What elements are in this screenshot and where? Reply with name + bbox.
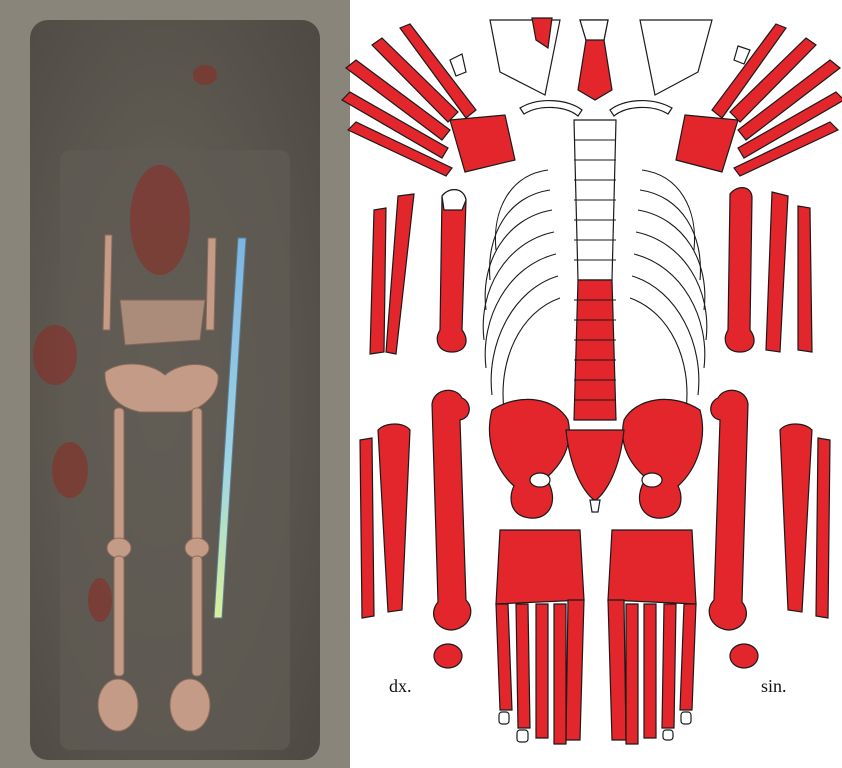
right-arm-bones (370, 190, 466, 354)
photo-ribcage (120, 300, 205, 345)
left-foot-hallux (608, 600, 626, 740)
right-humerus (437, 190, 466, 352)
left-ulna (766, 192, 788, 352)
left-arm-bones (725, 188, 812, 352)
manubrium-outline (580, 20, 608, 40)
photo-right-foot (98, 679, 138, 731)
left-femur (709, 390, 748, 630)
right-hand-carpals (450, 115, 515, 172)
right-foot-toe-1 (496, 604, 512, 710)
left-foot-toe-4 (662, 604, 676, 728)
right-foot-toe-4 (554, 604, 566, 744)
right-foot-tarsals (496, 530, 584, 604)
left-foot-toe-5 (680, 604, 696, 710)
right-foot (496, 530, 584, 744)
left-tibia (780, 424, 812, 612)
right-patella (434, 644, 462, 668)
photo-right-femur (114, 408, 124, 543)
right-tibia (378, 424, 410, 612)
right-fibula (360, 438, 374, 618)
photo-left-arm (206, 238, 216, 330)
right-foot-toe-2 (516, 604, 530, 728)
left-fibula (816, 438, 830, 618)
coccyx (590, 500, 600, 512)
photo-left-tibia (192, 556, 202, 676)
preservation-diagram (342, 18, 842, 744)
left-humerus (725, 188, 754, 352)
left-foot-toe-3 (644, 604, 656, 738)
sacrum (566, 430, 624, 500)
right-ulna (386, 194, 414, 354)
vertebral-column (574, 120, 616, 420)
right-obturator-foramen (530, 473, 550, 487)
left-obturator-foramen (642, 473, 662, 487)
right-hand (342, 24, 515, 176)
lower-thoracic-lumbar-vertebrae (574, 280, 616, 420)
photo-right-tibia (114, 556, 124, 676)
left-scapula (640, 20, 712, 95)
left-leg-bones (709, 390, 830, 668)
right-ribs (483, 170, 560, 410)
left-foot-toe-2 (626, 604, 638, 744)
left-patella (730, 644, 758, 668)
right-femur (432, 390, 471, 630)
left-foot-tarsals (608, 530, 696, 604)
left-ribs (630, 170, 707, 410)
left-os-coxae (623, 399, 703, 518)
right-side-label: dx. (389, 676, 412, 697)
photo-left-femur (192, 408, 202, 543)
left-clavicle (610, 101, 672, 116)
photo-left-foot (170, 679, 210, 731)
right-hand-thumb-missing (450, 54, 466, 76)
right-clavicle (520, 101, 582, 116)
right-radius (370, 208, 386, 354)
right-foot-toe-3 (536, 604, 548, 738)
left-side-label: sin. (761, 676, 787, 697)
right-leg-bones (360, 390, 471, 668)
excavation-photo (0, 0, 350, 768)
left-hand-carpals (676, 115, 738, 172)
right-foot-hallux (566, 600, 584, 740)
photo-right-knee (107, 538, 131, 558)
photo-left-knee (185, 538, 209, 558)
photo-right-arm (103, 235, 112, 330)
right-humerus-head-missing (442, 190, 466, 210)
left-radius (798, 206, 812, 352)
right-os-coxae (489, 399, 569, 518)
